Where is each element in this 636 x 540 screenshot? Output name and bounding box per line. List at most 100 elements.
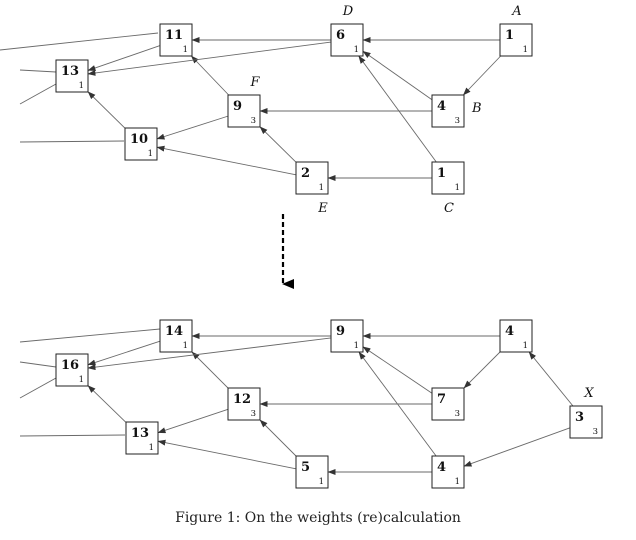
node-box: 11C [431, 161, 465, 216]
node-weight: 1 [148, 149, 153, 159]
node-rect [159, 23, 193, 57]
node-letter: B [471, 101, 482, 116]
node-rect [431, 455, 465, 489]
node-rect [431, 161, 465, 195]
node-box: 41 [499, 319, 533, 353]
incoming-edge-stub [0, 32, 159, 51]
edge-b10-to-b13 [87, 91, 126, 129]
edge-a12-to-a14 [191, 351, 229, 389]
node-weight: 3 [593, 427, 598, 437]
node-letter: E [317, 201, 328, 216]
incoming-edge-stub [19, 377, 57, 399]
node-rect [431, 387, 465, 421]
node-weight: 1 [79, 81, 84, 91]
node-value: 13 [61, 64, 79, 79]
figure-caption: Figure 1: On the weights (re)calculation [175, 510, 461, 526]
node-rect [295, 455, 329, 489]
edges-layer [87, 37, 574, 475]
node-box: 131 [55, 59, 89, 93]
node-weight: 1 [354, 341, 359, 351]
edge-bA-to-b4 [462, 55, 502, 96]
edge-a5-to-a13 [157, 439, 297, 470]
node-value: 2 [301, 166, 310, 181]
node-box: 161 [55, 353, 89, 387]
edge-b11-to-b13 [87, 45, 161, 71]
node-weight: 1 [354, 45, 359, 55]
node-rect [330, 319, 364, 353]
node-box: 111 [159, 23, 193, 57]
node-value: 5 [301, 460, 310, 475]
node-box: 51 [295, 455, 329, 489]
node-box: 141 [159, 319, 193, 353]
node-weight: 1 [183, 341, 188, 351]
edge-aA-to-a7 [463, 351, 501, 389]
node-value: 13 [131, 426, 149, 441]
edge-b9-to-b10 [156, 115, 229, 140]
edge-b2-to-b10 [156, 145, 297, 176]
node-weight: 1 [455, 477, 460, 487]
node-rect [330, 23, 364, 57]
node-box: 11A [499, 4, 533, 57]
node-value: 9 [233, 99, 242, 114]
node-box: 43B [431, 94, 482, 128]
incoming-edge-stub [19, 83, 57, 105]
node-letter: C [444, 201, 454, 216]
incoming-edge-stubs [0, 32, 161, 437]
node-value: 7 [437, 392, 446, 407]
node-weight: 3 [251, 409, 256, 419]
node-value: 1 [505, 28, 514, 43]
node-value: 11 [165, 28, 183, 43]
incoming-edge-stub [19, 69, 57, 73]
node-box: 131 [125, 421, 159, 455]
node-box: 61D [330, 4, 364, 57]
edge-a9-to-a16 [87, 337, 332, 371]
incoming-edge-stub [19, 361, 57, 368]
edge-aC-to-a9 [358, 351, 437, 457]
node-weight: 3 [455, 409, 460, 419]
node-rect [159, 319, 193, 353]
node-box: 123 [227, 387, 261, 421]
node-value: 4 [437, 99, 446, 114]
edge-b9-to-b11 [190, 55, 230, 96]
node-rect [124, 127, 158, 161]
node-value: 4 [505, 324, 514, 339]
node-rect [227, 387, 261, 421]
node-weight: 1 [523, 341, 528, 351]
node-rect [55, 353, 89, 387]
incoming-edge-stub [19, 434, 126, 437]
node-box: 41 [431, 455, 465, 489]
edge-a12-to-a13 [157, 408, 229, 434]
node-weight: 1 [319, 183, 324, 193]
node-value: 12 [233, 392, 251, 407]
edge-bC-to-b6 [358, 55, 437, 163]
node-value: 4 [437, 460, 446, 475]
node-weight: 1 [319, 477, 324, 487]
node-rect [431, 94, 465, 128]
edge-aX-to-aA [528, 351, 574, 407]
edge-b6-to-b13 [87, 41, 332, 76]
node-box: 101 [124, 127, 158, 161]
nodes-layer: 11161D11A13193F43B10121E11C1419141161123… [55, 4, 603, 489]
node-rect [499, 319, 533, 353]
node-value: 3 [575, 410, 584, 425]
node-rect [125, 421, 159, 455]
node-value: 9 [336, 324, 345, 339]
node-weight: 1 [523, 45, 528, 55]
edge-a5-to-a12 [259, 419, 297, 457]
edge-a13-to-a16 [87, 385, 127, 423]
node-weight: 1 [183, 45, 188, 55]
node-value: 14 [165, 324, 183, 339]
node-box: 91 [330, 319, 364, 353]
node-value: 16 [61, 358, 79, 373]
incoming-edge-stub [19, 328, 161, 343]
node-rect [499, 23, 533, 57]
edge-a14-to-a16 [87, 340, 161, 366]
node-box: 21E [295, 161, 329, 216]
node-rect [569, 405, 603, 439]
node-value: 6 [336, 28, 345, 43]
edge-b4-to-b6 [362, 50, 433, 101]
node-rect [295, 161, 329, 195]
node-box: 33X [569, 386, 603, 439]
node-weight: 1 [79, 375, 84, 385]
